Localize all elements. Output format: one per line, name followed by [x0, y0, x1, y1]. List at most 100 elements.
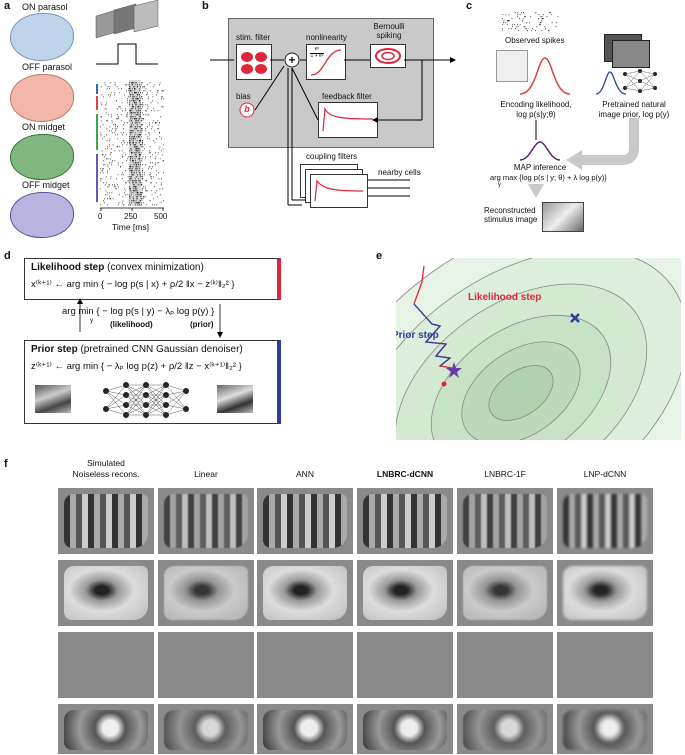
raster-bar-purple	[96, 154, 98, 202]
reconstruction-image	[363, 494, 447, 548]
prior-step-formula: z⁽ᵏ⁺¹⁾ ← arg min { − λₚ log p(z) + ρ/2 ‖…	[31, 361, 242, 372]
encoding-icon	[496, 50, 528, 82]
glm-arrows	[210, 57, 456, 206]
prior-step-annotation: Prior step	[396, 330, 439, 341]
reconstruction-image	[263, 710, 347, 750]
mosaic-label: ON parasol	[22, 2, 68, 12]
reconstruction-tile	[158, 488, 254, 554]
column-header-simulated-line2: Noiseless recons.	[72, 469, 140, 479]
panel-label-b: b	[202, 0, 209, 12]
reconstruction-tile	[257, 704, 353, 754]
summation-plus: +	[288, 53, 296, 67]
feedback-filter-box	[318, 102, 378, 138]
column-header-lnbrc-1f: LNBRC-1F	[484, 469, 526, 479]
reconstruction-image	[64, 710, 148, 750]
raster-plot	[96, 80, 165, 206]
encoding-formula: log p(s|y;θ)	[516, 110, 556, 119]
reconstruction-image	[263, 494, 347, 548]
prior-label-2: image prior, log p(y)	[598, 110, 670, 119]
reconstruction-image	[64, 638, 148, 692]
reconstruction-image	[363, 638, 447, 692]
map-inference-label: MAP inference	[513, 163, 567, 172]
admm-objective-sub: y	[90, 317, 94, 324]
mosaic-label: OFF midget	[22, 180, 70, 190]
reconstruction-tile	[457, 704, 553, 754]
raster-bar-blue	[96, 84, 98, 94]
observed-spikes-raster	[501, 12, 559, 32]
likelihood-step-subtitle: (convex minimization)	[104, 262, 204, 273]
panel-label-c: c	[466, 0, 473, 12]
reconstruction-image	[164, 710, 248, 750]
sigmoid-curve	[310, 49, 342, 76]
reconstruction-image	[363, 566, 447, 620]
reconstruction-tile	[158, 560, 254, 626]
reconstruction-image	[164, 494, 248, 548]
mosaic-on-midget-shape	[10, 134, 74, 180]
map-formula: arg max {log p(s | y; θ) + λ log p(y)}	[490, 173, 607, 182]
panel-label-d: d	[4, 250, 11, 262]
column-header-simulated: Simulated Noiseless recons.	[56, 458, 156, 480]
mosaic-off-parasol-shape	[10, 74, 74, 122]
denoiser-network-icon	[103, 382, 189, 418]
bernoulli-box	[370, 44, 406, 68]
prior-step-box: Prior step (pretrained CNN Gaussian deno…	[24, 340, 281, 424]
nonlinearity-box: eˣ 1 + eˣ	[306, 44, 346, 80]
mosaic-label: OFF parasol	[22, 62, 73, 72]
summation-node	[284, 52, 300, 68]
reconstructed-image	[542, 202, 584, 232]
reconstruction-image	[463, 638, 547, 692]
reconstruction-tile	[257, 488, 353, 554]
reconstruction-tile	[158, 632, 254, 698]
raster-tick-250: 250	[124, 212, 138, 221]
stim-filter-label: stim. filter	[236, 33, 271, 42]
stimulus-frames	[95, 0, 159, 65]
reconstruction-image	[563, 638, 647, 692]
likelihood-tag: (likelihood)	[110, 320, 153, 329]
reconstruction-image	[563, 494, 647, 548]
nearby-cells-label: nearby cells	[378, 168, 421, 177]
bias-label: bias	[236, 92, 251, 101]
prior-label-1: Pretrained natural	[602, 100, 666, 109]
denoiser-input-image	[35, 385, 71, 413]
bias-symbol: b	[244, 104, 250, 114]
raster-bar-red	[96, 96, 98, 110]
coupling-filters-label: coupling filters	[306, 152, 358, 161]
reconstruction-image	[563, 566, 647, 620]
reconstruction-image	[164, 566, 248, 620]
likelihood-step-formula: x⁽ᵏ⁺¹⁾ ← arg min { − log p(s | x) + ρ/2 …	[31, 279, 235, 290]
reconstruction-image	[64, 494, 148, 548]
column-header-linear: Linear	[194, 469, 218, 479]
coupling-curve	[314, 179, 364, 202]
admm-objective: arg min { − log p(s | y) − λₚ log p(y) }	[62, 306, 215, 317]
map-formula-sub: y	[498, 182, 501, 188]
likelihood-step-annotation: Likelihood step	[468, 292, 542, 303]
reconstruction-tile	[357, 704, 453, 754]
optimization-landscape: Likelihood step Prior step	[396, 258, 681, 440]
reconstruction-tile	[158, 704, 254, 754]
likelihood-curve	[519, 57, 571, 95]
reconstruction-image	[563, 710, 647, 750]
panel-label-e: e	[376, 250, 383, 262]
map-arrows	[528, 118, 639, 198]
column-header-simulated-line1: Simulated	[87, 458, 125, 468]
prior-step-title-bold: Prior step	[31, 344, 78, 355]
prior-tag: (prior)	[190, 320, 214, 329]
stim-filter-box	[236, 44, 272, 80]
reconstruction-image	[64, 566, 148, 620]
reconstruction-image	[463, 566, 547, 620]
contour-plot	[396, 258, 681, 440]
raster-tick-500: 500	[154, 212, 168, 221]
feedback-filter-label: feedback filter	[322, 92, 372, 101]
nonlinearity-fraction-bar	[310, 53, 324, 54]
reconstruction-image	[263, 566, 347, 620]
prior-step-title: Prior step (pretrained CNN Gaussian deno…	[31, 344, 243, 355]
reconstruction-image	[363, 710, 447, 750]
denoiser-output-image	[217, 385, 253, 413]
reconstruction-tile	[457, 488, 553, 554]
nonlinearity-num: eˣ	[314, 46, 320, 52]
nonlinearity-den: 1 + eˣ	[310, 53, 324, 59]
prior-network-icon	[623, 69, 657, 93]
reconstructed-label-2: stimulus image	[484, 215, 538, 224]
column-header-lnp-dcnn: LNP-dCNN	[583, 469, 627, 479]
coupling-filter-box-3	[310, 174, 368, 208]
